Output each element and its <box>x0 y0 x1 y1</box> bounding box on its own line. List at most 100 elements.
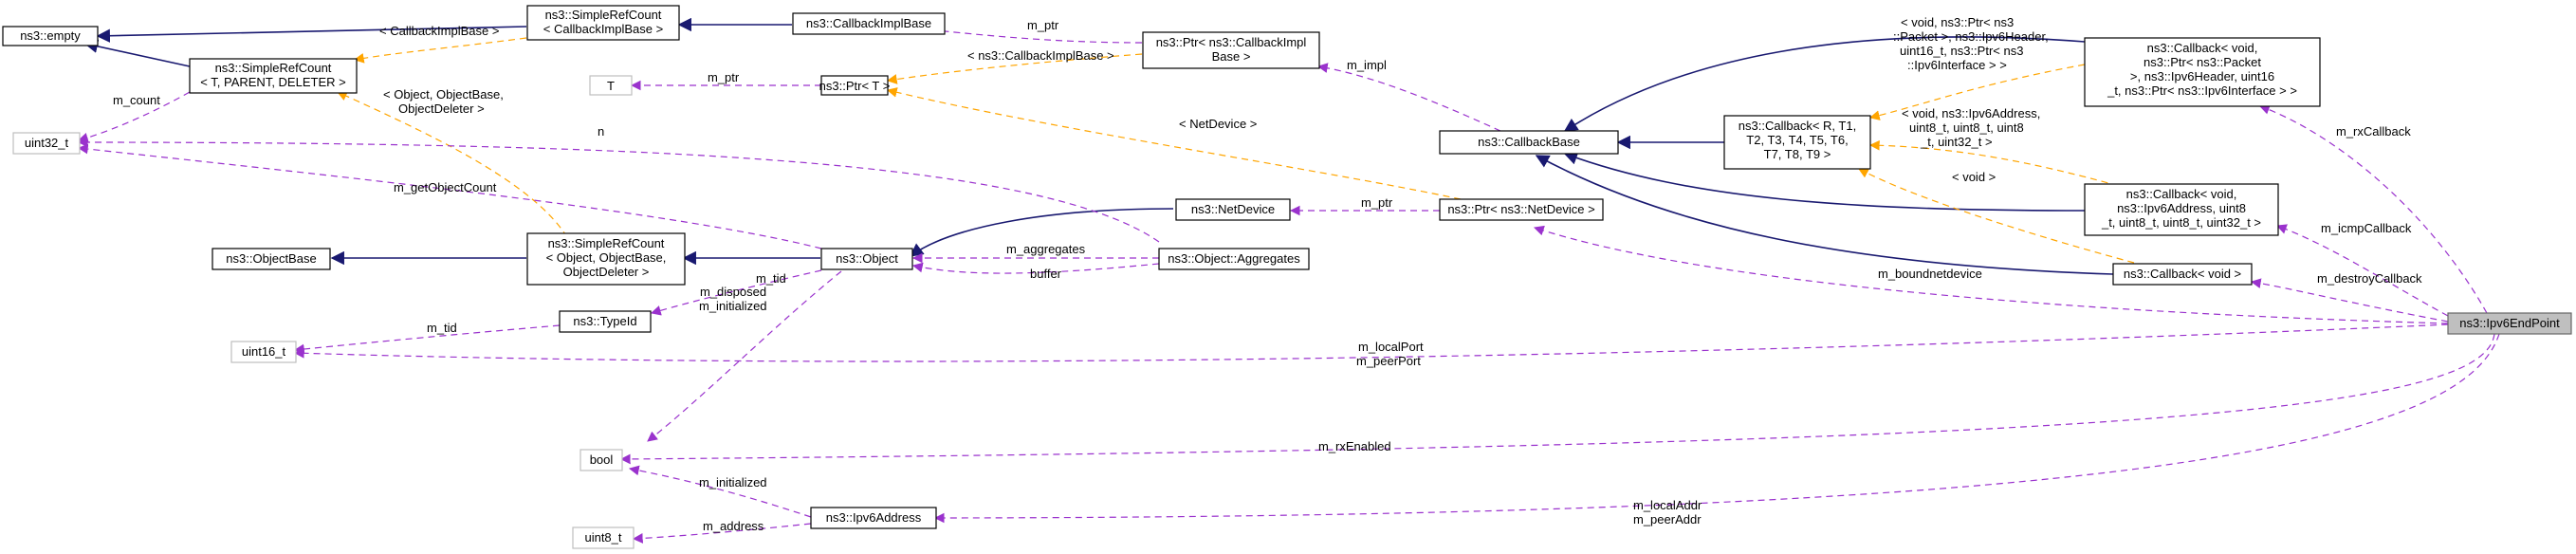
edge-use-ports <box>293 323 2449 362</box>
node-simple-ref-count-callback-impl-base[interactable]: ns3::SimpleRefCount < CallbackImplBase > <box>526 5 680 41</box>
svg-text:ns3::Callback< R, T1,: ns3::Callback< R, T1, <box>1739 119 1856 133</box>
label-m-ptr-nd: m_ptr <box>1361 195 1393 210</box>
label-void-tmpl: < void > <box>1952 170 1996 184</box>
label-m-localaddr: m_localAddr <box>1633 498 1702 512</box>
nodes: ns3::empty ns3::SimpleRefCount < Callbac… <box>2 5 2572 549</box>
label-obj-tmpl-1: < Object, ObjectBase, <box>383 87 504 102</box>
edge-use-n-uint32 <box>77 137 1160 243</box>
label-m-ptr-t: m_ptr <box>708 70 740 84</box>
svg-text:ns3::Callback< void,: ns3::Callback< void, <box>2126 187 2237 201</box>
node-net-device[interactable]: ns3::NetDevice <box>1175 198 1291 221</box>
edge-use-rxenabled <box>619 333 2495 465</box>
edge-tmpl-cb-simpleref <box>353 37 527 64</box>
edge-inherit-object-netdevice <box>909 208 1174 257</box>
node-callback-icmp[interactable]: ns3::Callback< void, ns3::Ipv6Address, u… <box>2084 183 2279 236</box>
node-simple-ref-count-template[interactable]: ns3::SimpleRefCount < T, PARENT, DELETER… <box>189 58 358 94</box>
svg-text:ns3::Object::Aggregates: ns3::Object::Aggregates <box>1168 251 1300 266</box>
edge-inherit-icmp-callbackbase <box>1563 151 2086 212</box>
edge-inherit-simpleref-t-empty <box>83 39 191 67</box>
node-callback-generic[interactable]: ns3::Callback< R, T1, T2, T3, T4, T5, T6… <box>1723 115 1871 170</box>
label-icmp-tmpl-1: < void, ns3::Ipv6Address, <box>1902 106 2040 120</box>
label-buffer: buffer <box>1030 267 1062 281</box>
label-m-initialized-obj: m_initialized <box>699 299 767 313</box>
node-ptr-T[interactable]: ns3::Ptr< T > <box>819 75 891 96</box>
svg-text:ns3::empty: ns3::empty <box>20 28 81 43</box>
label-m-count: m_count <box>113 93 160 107</box>
svg-text:ns3::Ptr< ns3::NetDevice >: ns3::Ptr< ns3::NetDevice > <box>1447 202 1594 216</box>
label-n: n <box>598 124 604 138</box>
svg-text:ns3::Ptr< T >: ns3::Ptr< T > <box>819 79 891 93</box>
label-netdevice-tmpl: < NetDevice > <box>1179 117 1257 131</box>
svg-text:Base >: Base > <box>1212 49 1251 64</box>
edge-use-cbimplptr-callbackbase <box>1316 63 1501 132</box>
node-T[interactable]: T <box>589 75 633 96</box>
label-m-aggregates: m_aggregates <box>1006 242 1086 256</box>
node-ipv6-address[interactable]: ns3::Ipv6Address <box>810 507 937 529</box>
node-empty[interactable]: ns3::empty <box>2 26 99 46</box>
node-bool[interactable]: bool <box>580 449 623 471</box>
node-callback-void[interactable]: ns3::Callback< void > <box>2112 263 2253 286</box>
node-type-id[interactable]: ns3::TypeId <box>559 310 652 333</box>
svg-text:ns3::ObjectBase: ns3::ObjectBase <box>226 251 316 266</box>
label-rx-tmpl-3: uint16_t, ns3::Ptr< ns3 <box>1900 44 2023 58</box>
svg-text:ns3::SimpleRefCount: ns3::SimpleRefCount <box>215 61 332 75</box>
label-m-initialized: m_initialized <box>699 475 767 489</box>
svg-text:>, ns3::Ipv6Header, uint16: >, ns3::Ipv6Header, uint16 <box>2130 69 2274 83</box>
node-callback-rx[interactable]: ns3::Callback< void, ns3::Ptr< ns3::Pack… <box>2084 37 2321 107</box>
label-m-tid-uint16: m_tid <box>427 321 457 335</box>
edge-tmpl-rx-generic <box>1868 64 2086 120</box>
label-m-peeraddr: m_peerAddr <box>1633 512 1702 526</box>
svg-text:ns3::CallbackImplBase: ns3::CallbackImplBase <box>806 16 931 30</box>
node-simple-ref-count-object[interactable]: ns3::SimpleRefCount < Object, ObjectBase… <box>526 232 686 286</box>
label-m-peerport: m_peerPort <box>1356 354 1421 368</box>
svg-text:bool: bool <box>590 452 614 467</box>
edge-tmpl-void-generic <box>1858 168 2135 264</box>
label-rx-tmpl-1: < void, ns3::Ptr< ns3 <box>1901 15 2014 29</box>
svg-text:ns3::NetDevice: ns3::NetDevice <box>1191 202 1275 216</box>
label-rx-tmpl-4: ::Ipv6Interface > > <box>1907 58 2007 72</box>
node-uint32[interactable]: uint32_t <box>12 132 81 155</box>
node-ipv6-endpoint[interactable]: ns3::Ipv6EndPoint <box>2447 312 2572 335</box>
svg-text:ns3::Ipv6Address, uint8: ns3::Ipv6Address, uint8 <box>2117 201 2246 215</box>
node-callback-impl-base[interactable]: ns3::CallbackImplBase <box>792 12 946 35</box>
edge-use-destroycallback <box>2250 278 2449 323</box>
node-uint16[interactable]: uint16_t <box>230 341 297 363</box>
label-m-rxenabled: m_rxEnabled <box>1318 439 1391 453</box>
svg-text:T: T <box>607 79 615 93</box>
svg-text:< Object, ObjectBase,: < Object, ObjectBase, <box>546 250 667 265</box>
svg-text:ns3::SimpleRefCount: ns3::SimpleRefCount <box>548 236 665 250</box>
svg-text:< T, PARENT, DELETER >: < T, PARENT, DELETER > <box>200 75 345 89</box>
node-object-base[interactable]: ns3::ObjectBase <box>212 248 331 270</box>
label-m-address: m_address <box>703 519 764 533</box>
node-ptr-callback-impl-base[interactable]: ns3::Ptr< ns3::CallbackImpl Base > <box>1142 31 1320 69</box>
node-object-aggregates[interactable]: ns3::Object::Aggregates <box>1158 248 1310 270</box>
edge-use-icmpcallback <box>2275 224 2449 317</box>
edge-tmpl-obj-simpleref <box>337 91 568 238</box>
edge-inherit-simpleref-cb-empty <box>96 26 527 43</box>
node-object[interactable]: ns3::Object <box>820 248 913 270</box>
node-callback-base[interactable]: ns3::CallbackBase <box>1439 130 1619 155</box>
edges <box>77 17 2500 544</box>
edge-inherit-rx-callbackbase <box>1563 36 2086 132</box>
label-cbimplbase-ptr-tmpl: < ns3::CallbackImplBase > <box>967 48 1114 63</box>
svg-text:T7, T8, T9 >: T7, T8, T9 > <box>1764 147 1831 161</box>
svg-text:ns3::SimpleRefCount: ns3::SimpleRefCount <box>545 8 662 22</box>
label-m-destroycallback: m_destroyCallback <box>2317 271 2422 286</box>
node-uint8[interactable]: uint8_t <box>572 526 635 549</box>
edge-use-uint16-typeid <box>293 324 561 355</box>
edge-use-typeid-object <box>650 269 822 316</box>
label-m-getobjectcount: m_getObjectCount <box>394 180 497 194</box>
svg-text:uint8_t: uint8_t <box>584 530 621 545</box>
node-ptr-net-device[interactable]: ns3::Ptr< ns3::NetDevice > <box>1439 198 1604 221</box>
edge-labels: < CallbackImplBase > m_ptr < ns3::Callba… <box>113 15 2422 533</box>
svg-text:_t, uint8_t, uint8_t, uint32_t: _t, uint8_t, uint8_t, uint32_t > <box>2101 215 2261 230</box>
edge-use-initialized <box>628 465 812 518</box>
label-obj-tmpl-2: ObjectDeleter > <box>398 102 485 116</box>
edge-use-simpleref-uint32 <box>77 91 191 143</box>
label-m-disposed: m_disposed <box>700 285 766 299</box>
label-rx-tmpl-2: ::Packet >, ns3::Ipv6Header, <box>1893 29 2049 44</box>
svg-text:ns3::CallbackBase: ns3::CallbackBase <box>1478 135 1580 149</box>
label-m-impl: m_impl <box>1347 58 1387 72</box>
label-icmp-tmpl-3: _t, uint32_t > <box>1920 135 1993 149</box>
